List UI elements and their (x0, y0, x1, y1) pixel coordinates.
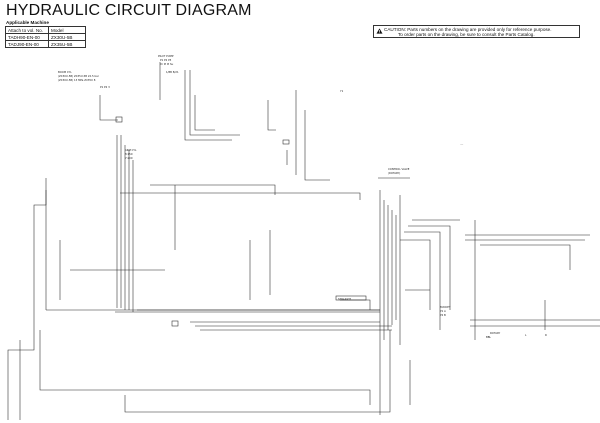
table-cell: ZX35U-5B (48, 40, 86, 48)
label-boom-cyl: BOOM CYL (58, 70, 72, 74)
table-row: TADJ90-EN-00 ZX35U-5B (5, 40, 86, 48)
label-pilot-pump: PILOT PUMP (158, 54, 174, 58)
svg-text:Dr Pi Pi Su: Dr Pi Pi Su (160, 62, 174, 66)
svg-text:Y1: Y1 (340, 89, 344, 93)
svg-text:L: L (525, 333, 527, 337)
svg-text:P1 A: P1 A (440, 309, 446, 313)
caution-box: CAUTION: Parts numbers on the drawing ar… (373, 25, 580, 38)
svg-text:STRAIGHT: STRAIGHT (338, 297, 351, 301)
svg-text:7:200: 7:200 (125, 156, 133, 160)
label-valve-ref: (ROTARY) (388, 171, 400, 175)
label-bucket: BUCKET (440, 305, 451, 309)
svg-text:P1 P2 P3: P1 P2 P3 (160, 58, 172, 62)
svg-text:R: R (545, 333, 547, 337)
svg-text:8:150: 8:150 (125, 152, 133, 156)
page-title: HYDRAULIC CIRCUIT DIAGRAM (6, 2, 252, 19)
svg-text:P2 B: P2 B (440, 313, 446, 317)
svg-text:P1 P2 3: P1 P2 3 (100, 85, 110, 89)
warning-icon (376, 27, 383, 34)
svg-text:....: .... (460, 143, 463, 146)
applicable-machine-label: Applicable Machine (6, 20, 49, 25)
hydraulic-lines (7, 62, 600, 420)
caution-line-2: To order parts on the drawing, be sure t… (398, 32, 535, 38)
caution-line-1: CAUTION: Parts numbers on the drawing ar… (384, 26, 552, 32)
applicable-machine-table: Attach to vol. No. Model TADH90-EN-00 ZX… (5, 26, 86, 48)
label-control-valve: CONTROL VALVE (388, 167, 410, 171)
label-rotary: ROTARY (490, 331, 501, 335)
label-arm-cyl: ARM CYL (125, 148, 137, 152)
svg-text:(ZX30U-5B) ZX35U-5B 22.5 bar: (ZX30U-5B) ZX35U-5B 22.5 bar (58, 74, 100, 78)
svg-text:BBL: BBL (486, 335, 492, 339)
svg-text:(ZX30U-5B) 13 MPa ZX35U 8: (ZX30U-5B) 13 MPa ZX35U 8 (58, 78, 96, 82)
diagram-annotations: BOOM CYL (ZX30U-5B) ZX35U-5B 22.5 bar (Z… (58, 54, 547, 339)
svg-text:1/8B 8/21: 1/8B 8/21 (166, 70, 179, 74)
